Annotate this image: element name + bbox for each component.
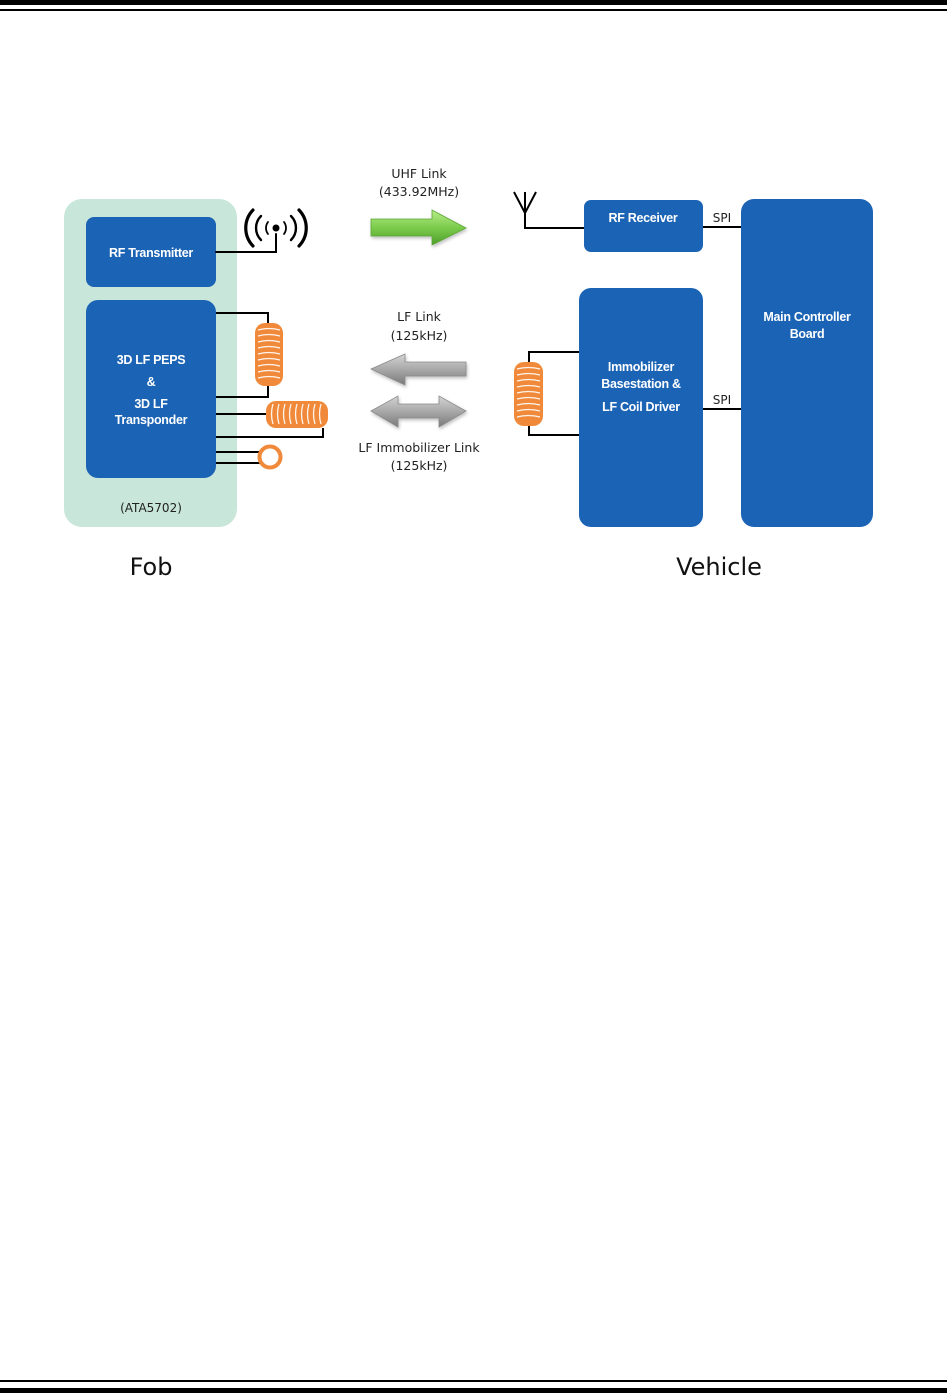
fob-coil-wires [216,312,324,464]
bottom-rule-thick [0,1388,947,1393]
lf-block-line4: Transponder [115,413,188,427]
rf-transmitter-block: RF Transmitter [86,217,216,287]
horizontal-coil-icon [266,401,328,428]
vertical-coil-icon [255,323,283,386]
lf-block-line1: 3D LF PEPS [117,353,186,367]
fob-part-number: (ATA5702) [120,501,182,515]
immobilizer-line3: LF Coil Driver [602,400,680,414]
top-rule-thick [0,0,947,5]
radio-waves-icon [215,208,308,253]
lf-immobilizer-double-arrow-icon [370,395,467,428]
lf-peps-transponder-block: 3D LF PEPS & 3D LF Transponder [86,300,216,478]
immobilizer-line2: Basestation & [601,377,681,391]
lf-link-label: LF Link [397,309,441,324]
immobilizer-basestation-block: Immobilizer Basestation & LF Coil Driver [579,288,703,527]
spi-bottom-label: SPI [713,393,731,407]
main-controller-board-block: Main Controller Board [741,199,873,527]
rf-receiver-label: RF Receiver [609,211,678,225]
main-controller-line2: Board [790,327,825,341]
uhf-link-label: UHF Link [391,166,447,181]
bottom-rule-thin [0,1380,947,1382]
system-block-diagram: RF Transmitter 3D LF PEPS & 3D LF Transp… [64,166,873,581]
lf-block-line2: & [147,375,156,389]
loop-coil-icon [257,444,283,470]
lf-immobilizer-link-label: LF Immobilizer Link [358,440,480,455]
top-rule-thin [0,9,947,11]
lf-link-frequency: (125kHz) [391,328,448,343]
rf-transmitter-label: RF Transmitter [109,246,193,260]
spi-top-connection: SPI [703,211,741,228]
lf-arrow-left-icon [370,353,467,386]
fob-section-label: Fob [130,553,173,581]
main-controller-line1: Main Controller [763,310,851,324]
spi-bottom-connection: SPI [703,393,741,410]
rf-receiver-block: RF Receiver [584,200,703,252]
vehicle-lf-coil-icon [514,362,543,426]
immobilizer-line1: Immobilizer [608,360,675,374]
uhf-link-frequency: (433.92MHz) [379,184,459,199]
lf-immobilizer-link-frequency: (125kHz) [391,458,448,473]
uhf-arrow-right-icon [370,209,467,246]
spi-top-label: SPI [713,211,731,225]
vehicle-coil-wires [528,351,579,436]
vehicle-section-label: Vehicle [676,553,762,581]
antenna-icon [513,191,584,229]
lf-block-line3: 3D LF [134,397,168,411]
